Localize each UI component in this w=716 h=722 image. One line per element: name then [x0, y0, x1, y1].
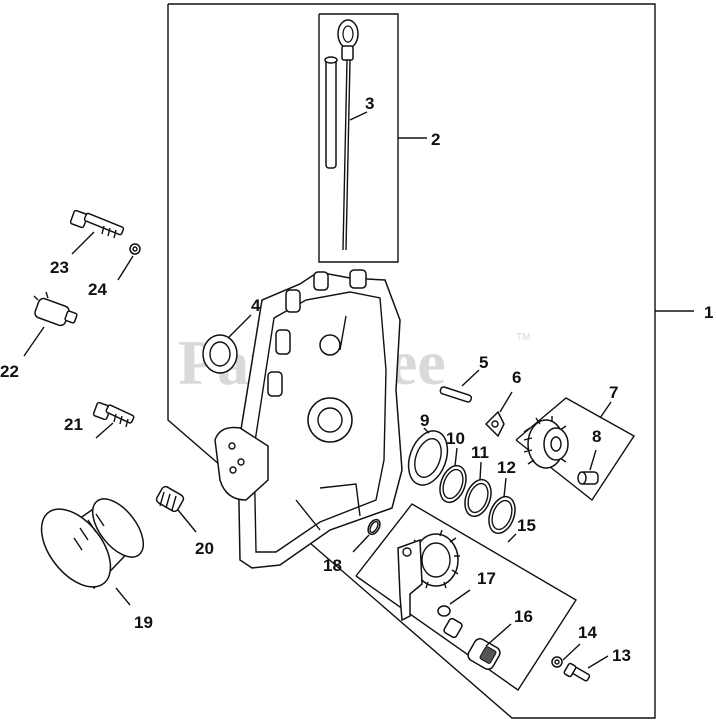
- oil-pressure-sensor: [443, 617, 501, 670]
- dowel-pin: [439, 386, 473, 403]
- callout-13: 13: [612, 646, 631, 665]
- assembly-outline: [167, 3, 656, 719]
- oil-pump-gear: [397, 529, 460, 622]
- callout-16: 16: [514, 607, 533, 626]
- dipstick-group-box: [318, 13, 399, 263]
- callout-4: 4: [251, 296, 261, 315]
- seal-12: [488, 495, 516, 535]
- callout-22: 22: [0, 362, 19, 381]
- washer-14: [551, 656, 563, 668]
- callout-1: 1: [704, 303, 713, 322]
- callout-9: 9: [420, 411, 429, 430]
- watermark-trademark: TM: [516, 332, 530, 343]
- bearing: [407, 430, 449, 486]
- oil-fitting: [155, 485, 185, 513]
- callout-15: 15: [517, 516, 536, 535]
- screw-13: [563, 662, 591, 682]
- o-ring-18: [367, 518, 381, 536]
- callout-17: 17: [477, 569, 496, 588]
- callout-8: 8: [592, 427, 601, 446]
- callout-19: 19: [134, 613, 153, 632]
- callout-10: 10: [446, 429, 465, 448]
- oil-filter: [40, 498, 145, 590]
- o-ring: [437, 605, 451, 617]
- callout-12: 12: [497, 458, 516, 477]
- governor-pin: [577, 471, 599, 485]
- callout-21: 21: [64, 415, 83, 434]
- bolt-21: [92, 401, 135, 428]
- seal-10: [439, 464, 467, 504]
- callout-3: 3: [365, 94, 374, 113]
- callout-7: 7: [609, 383, 618, 402]
- dipstick: [337, 19, 359, 251]
- callout-18: 18: [323, 556, 342, 575]
- oil-seal: [202, 334, 238, 374]
- oil-pressure-switch: [33, 291, 78, 327]
- callout-20: 20: [195, 539, 214, 558]
- seal-11: [464, 478, 492, 518]
- callout-11: 11: [471, 443, 489, 462]
- washer-24: [129, 243, 141, 255]
- retaining-clip: [484, 410, 505, 438]
- callout-14: 14: [578, 623, 597, 642]
- callout-24: 24: [88, 280, 107, 299]
- callout-2: 2: [431, 130, 440, 149]
- governor-gear-box: [515, 397, 635, 502]
- crankcase-cover: [214, 269, 403, 569]
- oil-pump-box: [355, 503, 577, 691]
- callout-6: 6: [512, 368, 521, 387]
- bolt-23: [69, 209, 125, 239]
- callout-23: 23: [50, 258, 69, 277]
- governor-gear: [523, 416, 569, 469]
- dipstick-tube: [324, 56, 338, 169]
- callout-5: 5: [479, 353, 488, 372]
